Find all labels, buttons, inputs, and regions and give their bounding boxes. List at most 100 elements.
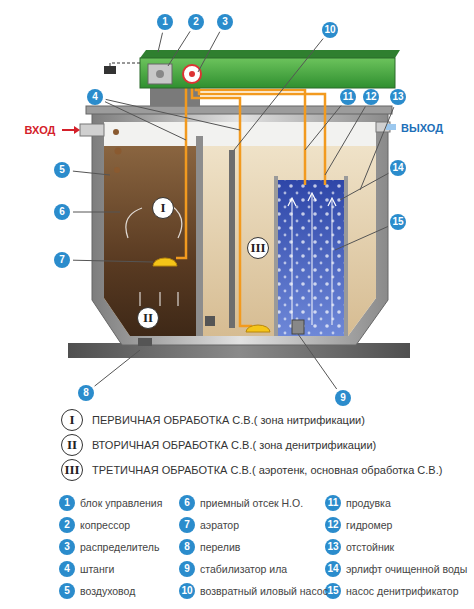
callout-number: 1 <box>157 14 173 30</box>
leader-line <box>158 33 163 52</box>
waste-drop <box>114 167 120 173</box>
waste-drop <box>113 129 119 135</box>
aerator <box>153 258 177 266</box>
legend-number: 13 <box>325 539 341 555</box>
outlet-label: ВЫХОД <box>401 122 443 134</box>
callout-number: 4 <box>87 89 103 105</box>
legend-text: отстойник <box>346 541 394 553</box>
leader-line <box>340 173 388 200</box>
legend-text: приемный отсек Н.О. <box>200 497 303 509</box>
legend-text: ПЕРВИЧНАЯ ОБРАБОТКА С.В.( зона нитрифика… <box>92 414 365 426</box>
receiving-chamber-liquid <box>104 146 196 336</box>
legend-number: 4 <box>59 561 75 577</box>
legend-text: распределитель <box>80 541 159 553</box>
legend-numeral: I <box>61 409 83 431</box>
flow-arrows <box>126 206 182 306</box>
callout-number: 11 <box>340 89 356 105</box>
return-pump-pipe <box>229 150 235 328</box>
control-box <box>140 58 395 88</box>
legend-number: 6 <box>179 495 195 511</box>
callout-number: 6 <box>54 204 70 220</box>
compressor-fan <box>156 70 164 78</box>
outlet-arrow <box>386 124 396 130</box>
leader-line <box>298 334 337 389</box>
sludge-stabilizer <box>292 320 304 334</box>
compressor <box>148 64 172 84</box>
distributor <box>183 65 201 83</box>
legend-text: штанги <box>80 563 114 575</box>
leader-line <box>168 31 190 66</box>
flow-arrowheads <box>288 193 336 206</box>
callout-number: 7 <box>54 252 70 268</box>
air-rod <box>176 84 186 258</box>
legend-text: продувка <box>346 497 391 509</box>
legend-text: возвратный иловый насос <box>200 585 328 597</box>
leader-line <box>106 99 240 130</box>
callout-number: 9 <box>335 390 351 406</box>
legend-text: аэратор <box>200 519 239 531</box>
aerator <box>246 325 270 332</box>
legend-numeral: III <box>61 459 83 481</box>
leader-line <box>305 106 341 151</box>
inlet-arrow <box>74 126 80 134</box>
flow-arrows <box>292 195 332 325</box>
zone-numeral: III <box>247 237 269 259</box>
legend-text: ТРЕТИЧНАЯ ОБРАБОТКА С.В.( аэротенк, осно… <box>92 464 442 476</box>
legend-number: 10 <box>179 583 195 599</box>
partition-wall <box>274 176 278 336</box>
inlet-arrow <box>62 129 75 131</box>
legend-text: блок управления <box>80 497 162 509</box>
inlet-pipe <box>80 124 104 136</box>
air-line <box>196 84 305 185</box>
legend-text: насос денитрификатор <box>346 585 458 597</box>
callout-number: 12 <box>363 89 379 105</box>
legend-text: перелив <box>200 541 240 553</box>
leader-line <box>105 102 186 140</box>
legend-number: 9 <box>179 561 195 577</box>
overflow-fitting <box>205 316 215 326</box>
legend-text: стабилизатор ила <box>200 563 287 575</box>
callout-number: 3 <box>217 14 233 30</box>
inlet-label: ВХОД <box>25 124 56 136</box>
legend-number: 12 <box>325 517 341 533</box>
leader-line <box>360 107 394 190</box>
leader-line <box>73 260 153 262</box>
callout-number: 5 <box>54 162 70 178</box>
legend-number: 2 <box>59 517 75 533</box>
zone-numeral: I <box>152 197 174 219</box>
leader-line <box>198 32 220 72</box>
leader-line <box>95 350 140 386</box>
clarifier-chamber <box>278 180 344 336</box>
leader-line <box>73 171 110 175</box>
air-line <box>199 84 325 185</box>
callout-number: 8 <box>78 385 94 401</box>
legend-text: эрлифт очищенной воды <box>346 563 467 575</box>
legend-text: воздуховод <box>80 585 135 597</box>
leader-line <box>335 227 388 251</box>
waste-drop <box>115 148 122 155</box>
legend-number: 1 <box>59 495 75 511</box>
leader-lines <box>73 31 394 389</box>
legend-number: 5 <box>59 583 75 599</box>
legend-text: копрессор <box>80 519 130 531</box>
callout-number: 2 <box>188 14 204 30</box>
air-rod <box>192 84 252 326</box>
leader-line <box>325 107 365 176</box>
zone-numeral: II <box>137 307 159 329</box>
legend-number: 11 <box>325 495 341 511</box>
legend-numeral: II <box>61 434 83 456</box>
partition-wall <box>196 136 203 336</box>
callout-number: 10 <box>322 22 338 38</box>
power-plug <box>104 66 116 74</box>
legend-number: 8 <box>179 539 195 555</box>
legend-text: ВТОРИЧНАЯ ОБРАБОТКА С.В.( зона денитрифи… <box>92 439 376 451</box>
leader-line <box>234 39 323 150</box>
legend-number: 7 <box>179 517 195 533</box>
legend-text: гидромер <box>346 519 392 531</box>
legend-number: 3 <box>59 539 75 555</box>
leader-line <box>73 212 120 213</box>
callout-number: 13 <box>390 89 406 105</box>
air-bubbles <box>278 180 344 336</box>
distributor-hub <box>189 71 195 77</box>
